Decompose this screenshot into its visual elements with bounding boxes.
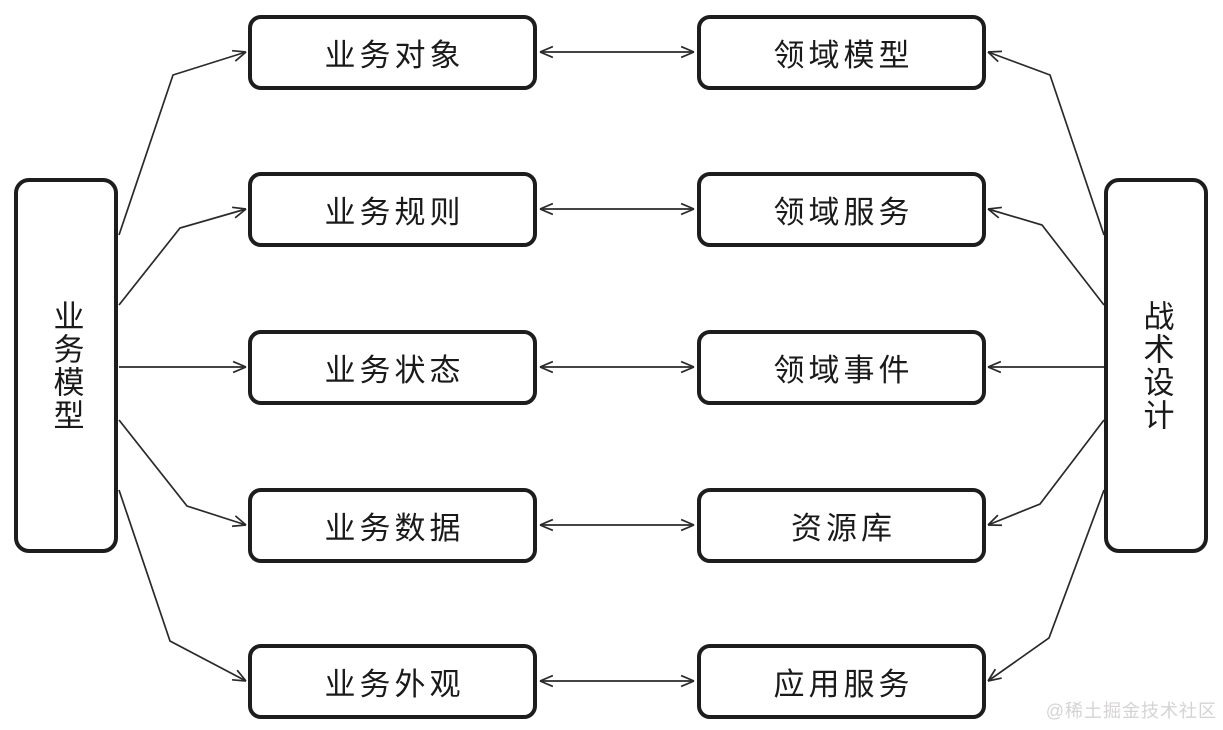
node-domain-model: 领域模型	[697, 15, 986, 90]
node-repository-label: 资源库	[791, 511, 896, 546]
node-application-service-label: 应用服务	[773, 667, 914, 702]
group-tactical-design-label: 战术设计	[1138, 299, 1174, 432]
group-tactical-design: 战术设计	[1104, 178, 1208, 553]
node-business-object-label: 业务对象	[324, 38, 465, 73]
node-business-state-label: 业务状态	[324, 353, 465, 388]
node-domain-event: 领域事件	[697, 330, 986, 405]
node-business-data: 业务数据	[248, 488, 537, 563]
group-business-model: 业务模型	[14, 178, 118, 553]
node-business-data-label: 业务数据	[324, 511, 465, 546]
group-business-model-label: 业务模型	[48, 299, 84, 432]
watermark: @稀土掘金技术社区	[1045, 701, 1217, 721]
node-business-object: 业务对象	[248, 15, 537, 90]
node-business-facade: 业务外观	[248, 644, 537, 719]
node-business-state: 业务状态	[248, 330, 537, 405]
node-domain-service: 领域服务	[697, 172, 986, 247]
node-application-service: 应用服务	[697, 644, 986, 719]
node-repository: 资源库	[697, 488, 986, 563]
node-business-rule-label: 业务规则	[324, 195, 465, 230]
node-domain-model-label: 领域模型	[773, 38, 914, 73]
node-business-rule: 业务规则	[248, 172, 537, 247]
node-domain-event-label: 领域事件	[773, 353, 914, 388]
node-business-facade-label: 业务外观	[324, 667, 465, 702]
node-domain-service-label: 领域服务	[773, 195, 914, 230]
